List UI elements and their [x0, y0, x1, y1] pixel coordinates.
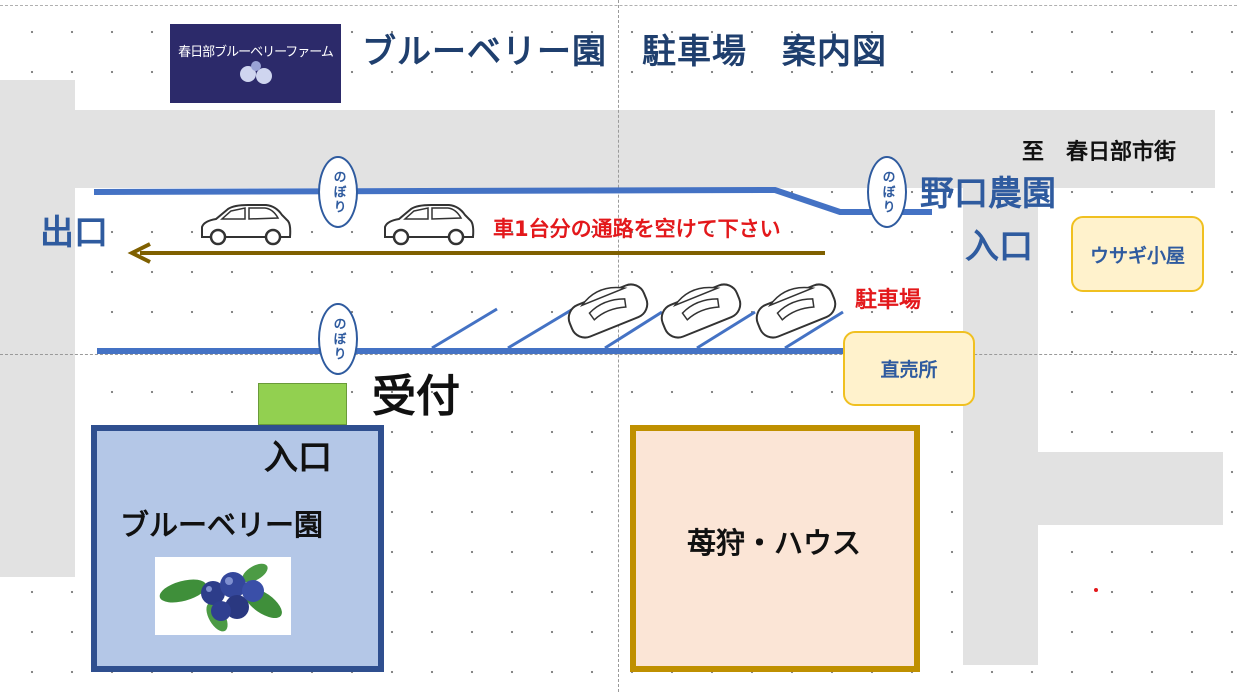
exit-label: 出口: [40, 213, 108, 253]
garden-entrance-label: 入口: [264, 438, 332, 478]
car-side-icon: [201, 204, 292, 246]
parking-label: 駐車場: [855, 288, 922, 313]
car-parked-icon: [660, 283, 742, 339]
nobori-flag-bottom: のぼり: [318, 303, 358, 375]
logo-text: 春日部ブルーベリーファーム: [178, 45, 334, 60]
noguchi-farm-label: 野口農園: [920, 174, 1056, 214]
reception-box: [258, 383, 347, 425]
car-parked-icon: [567, 283, 649, 339]
lane-notice: 車1台分の通路を空けて下さい: [493, 217, 781, 241]
direct-sales-box: 直売所: [843, 331, 975, 406]
road-right-branch: [1035, 452, 1223, 525]
exit-arrow-head: [127, 242, 151, 264]
strawberry-house-area: [630, 425, 920, 672]
car-parked-icon: [755, 283, 837, 339]
red-dot: [1094, 588, 1098, 592]
blueberry-garden-label: ブルーベリー園: [120, 508, 324, 542]
logo-berries-icon: [239, 61, 272, 84]
direction-label: 至 春日部市街: [1022, 140, 1177, 165]
road-right-vertical: [963, 110, 1038, 665]
noguchi-entrance-label: 入口: [965, 227, 1033, 267]
blueberry-icon: [159, 563, 282, 632]
logo-image: 春日部ブルーベリーファーム: [170, 24, 341, 103]
reception-label: 受付: [372, 371, 460, 422]
nobori-flag-top-left: のぼり: [318, 156, 358, 228]
strawberry-house-label: 苺狩・ハウス: [687, 526, 862, 560]
nobori-flag-top-right: のぼり: [867, 156, 907, 228]
parking-stripes: [431, 307, 844, 350]
page-title: ブルーベリー園 駐車場 案内図: [362, 32, 887, 72]
guide-line-vertical: [618, 0, 619, 692]
car-side-icon: [384, 204, 475, 246]
rabbit-hut-box: ウサギ小屋: [1071, 216, 1204, 292]
blueberry-image: [155, 557, 291, 635]
